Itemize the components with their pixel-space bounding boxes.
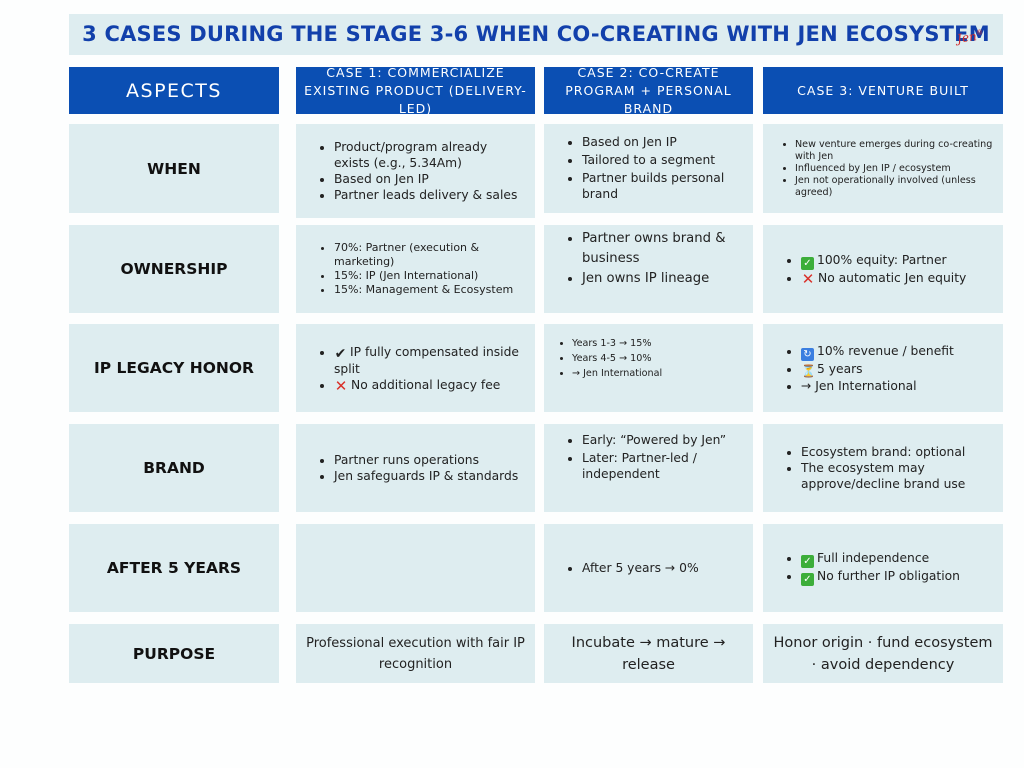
ip-case3-cell: ↻10% revenue / benefit ⏳5 years → Jen In… bbox=[763, 324, 1003, 412]
row-label-after-5-years: AFTER 5 YEARS bbox=[69, 524, 279, 612]
list-item: ✔IP fully compensated inside split bbox=[334, 344, 525, 377]
repeat-icon: ↻ bbox=[801, 347, 814, 361]
ip-case2-cell: Years 1-3 → 15% Years 4-5 → 10% → Jen In… bbox=[544, 324, 753, 412]
hourglass-icon: ⏳ bbox=[801, 363, 816, 378]
when-case1-cell: Product/program already exists (e.g., 5.… bbox=[296, 124, 535, 218]
list-item: 70%: Partner (execution & marketing) bbox=[334, 241, 525, 269]
list-item: Years 1-3 → 15% bbox=[572, 338, 743, 350]
list-item: ✕No additional legacy fee bbox=[334, 376, 525, 395]
header-case2: CASE 2: CO-CREATE PROGRAM + PERSONAL BRA… bbox=[544, 65, 753, 116]
ip-case1-list: ✔IP fully compensated inside split ✕No a… bbox=[312, 344, 525, 395]
after-case2-cell: After 5 years → 0% bbox=[544, 524, 753, 612]
when-case2-cell: Based on Jen IP Tailored to a segment Pa… bbox=[544, 124, 753, 213]
brand-case2-cell: Early: “Powered by Jen” Later: Partner-l… bbox=[544, 424, 753, 512]
list-item: Ecosystem brand: optional bbox=[801, 444, 993, 460]
brand-case1-list: Partner runs operations Jen safeguards I… bbox=[312, 452, 525, 484]
after-case3-cell: ✓Full independence ✓No further IP obliga… bbox=[763, 524, 1003, 612]
ownership-case3-list: ✓100% equity: Partner ✕No automatic Jen … bbox=[779, 252, 993, 288]
page-title: 3 CASES DURING THE STAGE 3-6 WHEN CO-CRE… bbox=[82, 22, 990, 46]
after-case3-list: ✓Full independence ✓No further IP obliga… bbox=[779, 550, 993, 586]
row-label-ip-legacy-honor: IP LEGACY HONOR bbox=[69, 324, 279, 412]
list-item: Partner leads delivery & sales bbox=[334, 187, 525, 203]
list-item: ✓100% equity: Partner bbox=[801, 252, 993, 270]
white-check-mark-icon: ✓ bbox=[801, 573, 814, 586]
list-item: Based on Jen IP bbox=[582, 134, 743, 150]
heavy-check-icon: ✔ bbox=[334, 345, 347, 362]
row-label-when: WHEN bbox=[69, 124, 279, 213]
when-case3-list: New venture emerges during co-creating w… bbox=[773, 139, 993, 199]
list-item: ↻10% revenue / benefit bbox=[801, 343, 993, 361]
list-item: After 5 years → 0% bbox=[582, 560, 743, 576]
white-check-mark-icon: ✓ bbox=[801, 257, 814, 270]
list-item: Tailored to a segment bbox=[582, 152, 743, 168]
list-item: Jen owns IP lineage bbox=[582, 269, 743, 289]
cross-mark-icon: ✕ bbox=[801, 270, 815, 288]
ip-case3-item-0: 10% revenue / benefit bbox=[817, 343, 954, 358]
ownership-case1-list: 70%: Partner (execution & marketing) 15%… bbox=[312, 241, 525, 297]
ownership-case2-cell: Partner owns brand & business Jen owns I… bbox=[544, 225, 753, 313]
list-item: Partner runs operations bbox=[334, 452, 525, 468]
list-item: Partner owns brand & business bbox=[582, 229, 743, 269]
brand-case3-cell: Ecosystem brand: optional The ecosystem … bbox=[763, 424, 1003, 512]
ip-case1-item-0: IP fully compensated inside split bbox=[334, 344, 519, 376]
after-case3-item-0: Full independence bbox=[817, 551, 930, 565]
ownership-case2-list: Partner owns brand & business Jen owns I… bbox=[560, 229, 743, 289]
list-item: → Jen International bbox=[572, 368, 743, 380]
brand-case1-cell: Partner runs operations Jen safeguards I… bbox=[296, 424, 535, 512]
list-item: Jen safeguards IP & standards bbox=[334, 468, 525, 484]
title-banner: 3 CASES DURING THE STAGE 3-6 WHEN CO-CRE… bbox=[69, 14, 1003, 55]
list-item: Later: Partner-led / independent bbox=[582, 450, 743, 482]
list-item: Partner builds personal brand bbox=[582, 170, 743, 202]
ownership-case3-item-0: 100% equity: Partner bbox=[817, 253, 947, 267]
after-case1-cell bbox=[296, 524, 535, 612]
list-item: ✓Full independence bbox=[801, 550, 993, 568]
list-item: 15%: Management & Ecosystem bbox=[334, 283, 525, 297]
list-item: Product/program already exists (e.g., 5.… bbox=[334, 139, 525, 171]
ip-case1-cell: ✔IP fully compensated inside split ✕No a… bbox=[296, 324, 535, 412]
when-case3-cell: New venture emerges during co-creating w… bbox=[763, 124, 1003, 213]
list-item: Years 4-5 → 10% bbox=[572, 353, 743, 365]
after-case2-list: After 5 years → 0% bbox=[560, 560, 743, 576]
ip-case1-item-1: No additional legacy fee bbox=[351, 377, 501, 392]
when-case2-list: Based on Jen IP Tailored to a segment Pa… bbox=[560, 134, 743, 202]
after-case3-item-1: No further IP obligation bbox=[817, 569, 960, 583]
list-item: ⏳5 years bbox=[801, 361, 993, 378]
ip-case3-item-1: 5 years bbox=[817, 361, 863, 376]
list-item: Jen not operationally involved (unless a… bbox=[795, 175, 993, 199]
list-item: Based on Jen IP bbox=[334, 171, 525, 187]
purpose-case2-cell: Incubate → mature → release bbox=[544, 624, 753, 683]
list-item: Early: “Powered by Jen” bbox=[582, 432, 743, 448]
ownership-case1-cell: 70%: Partner (execution & marketing) 15%… bbox=[296, 225, 535, 313]
row-label-ownership: OWNERSHIP bbox=[69, 225, 279, 313]
list-item: → Jen International bbox=[801, 378, 993, 394]
header-aspects: ASPECTS bbox=[69, 67, 279, 114]
purpose-case3-cell: Honor origin · fund ecosystem · avoid de… bbox=[763, 624, 1003, 683]
purpose-case1-cell: Professional execution with fair IP reco… bbox=[296, 624, 535, 683]
row-label-brand: BRAND bbox=[69, 424, 279, 512]
ownership-case3-cell: ✓100% equity: Partner ✕No automatic Jen … bbox=[763, 225, 1003, 313]
row-label-purpose: PURPOSE bbox=[69, 624, 279, 683]
header-case3: CASE 3: VENTURE BUILT bbox=[763, 67, 1003, 114]
brand-case2-list: Early: “Powered by Jen” Later: Partner-l… bbox=[560, 432, 743, 482]
white-check-mark-icon: ✓ bbox=[801, 555, 814, 568]
list-item: 15%: IP (Jen International) bbox=[334, 269, 525, 283]
header-case1: CASE 1: COMMERCIALIZE EXISTING PRODUCT (… bbox=[296, 65, 535, 116]
cross-mark-icon: ✕ bbox=[334, 376, 348, 395]
list-item: The ecosystem may approve/decline brand … bbox=[801, 460, 993, 492]
brand-case3-list: Ecosystem brand: optional The ecosystem … bbox=[779, 444, 993, 492]
ownership-case3-item-1: No automatic Jen equity bbox=[818, 271, 967, 285]
list-item: New venture emerges during co-creating w… bbox=[795, 139, 993, 163]
when-case1-list: Product/program already exists (e.g., 5.… bbox=[312, 139, 525, 203]
list-item: ✓No further IP obligation bbox=[801, 568, 993, 586]
ip-case3-list: ↻10% revenue / benefit ⏳5 years → Jen In… bbox=[779, 343, 993, 394]
list-item: Influenced by Jen IP / ecosystem bbox=[795, 163, 993, 175]
ip-case2-list: Years 1-3 → 15% Years 4-5 → 10% → Jen In… bbox=[550, 338, 743, 380]
list-item: ✕No automatic Jen equity bbox=[801, 270, 993, 288]
